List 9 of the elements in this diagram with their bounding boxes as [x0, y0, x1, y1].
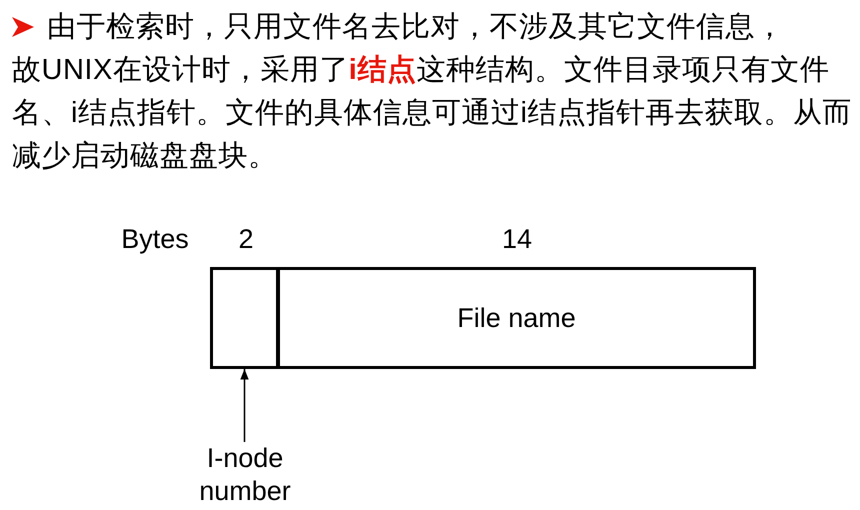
- field-size: 2: [237, 224, 255, 255]
- inode-number-label: I-node number: [170, 442, 320, 510]
- bytes-label: Bytes: [120, 224, 190, 255]
- field-size: 14: [500, 224, 534, 255]
- bullet-text: 由于检索时，只用文件名去比对，不涉及其它文件信息，: [47, 10, 786, 45]
- paragraph-text: 故UNIX在设计时，采用了i结点这种结构。文件目录项只有文件名、i结点指针。文件的具体信息可通过i结点指针再去获取。从而减少启动磁盘盘块。: [12, 53, 853, 174]
- inode-field-box: [210, 267, 279, 369]
- arrow: [240, 369, 249, 442]
- filename-field-box: File name: [277, 267, 756, 369]
